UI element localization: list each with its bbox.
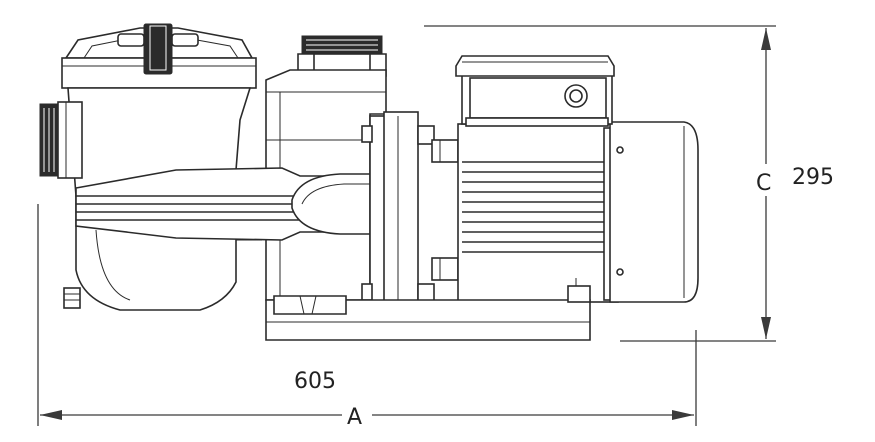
tie-rods xyxy=(431,139,459,281)
body-ribs xyxy=(75,167,373,241)
drain-plug xyxy=(63,287,81,309)
motor-flange xyxy=(361,111,435,307)
cable-gland xyxy=(564,84,588,108)
dimension-lines xyxy=(37,25,776,426)
height-letter: C xyxy=(756,171,771,196)
inlet-port xyxy=(39,101,83,179)
motor-fan-cover xyxy=(609,121,699,303)
pump-base xyxy=(265,278,591,341)
height-value: 295 xyxy=(792,165,834,190)
strainer-lid xyxy=(61,23,257,89)
length-dimension xyxy=(40,410,694,420)
length-letter: A xyxy=(347,405,362,430)
height-dimension xyxy=(761,28,771,339)
terminal-box xyxy=(455,55,615,127)
lid-handle xyxy=(143,23,173,75)
motor-body xyxy=(457,123,625,303)
pump-assembly xyxy=(39,23,699,341)
length-value: 605 xyxy=(294,369,336,394)
